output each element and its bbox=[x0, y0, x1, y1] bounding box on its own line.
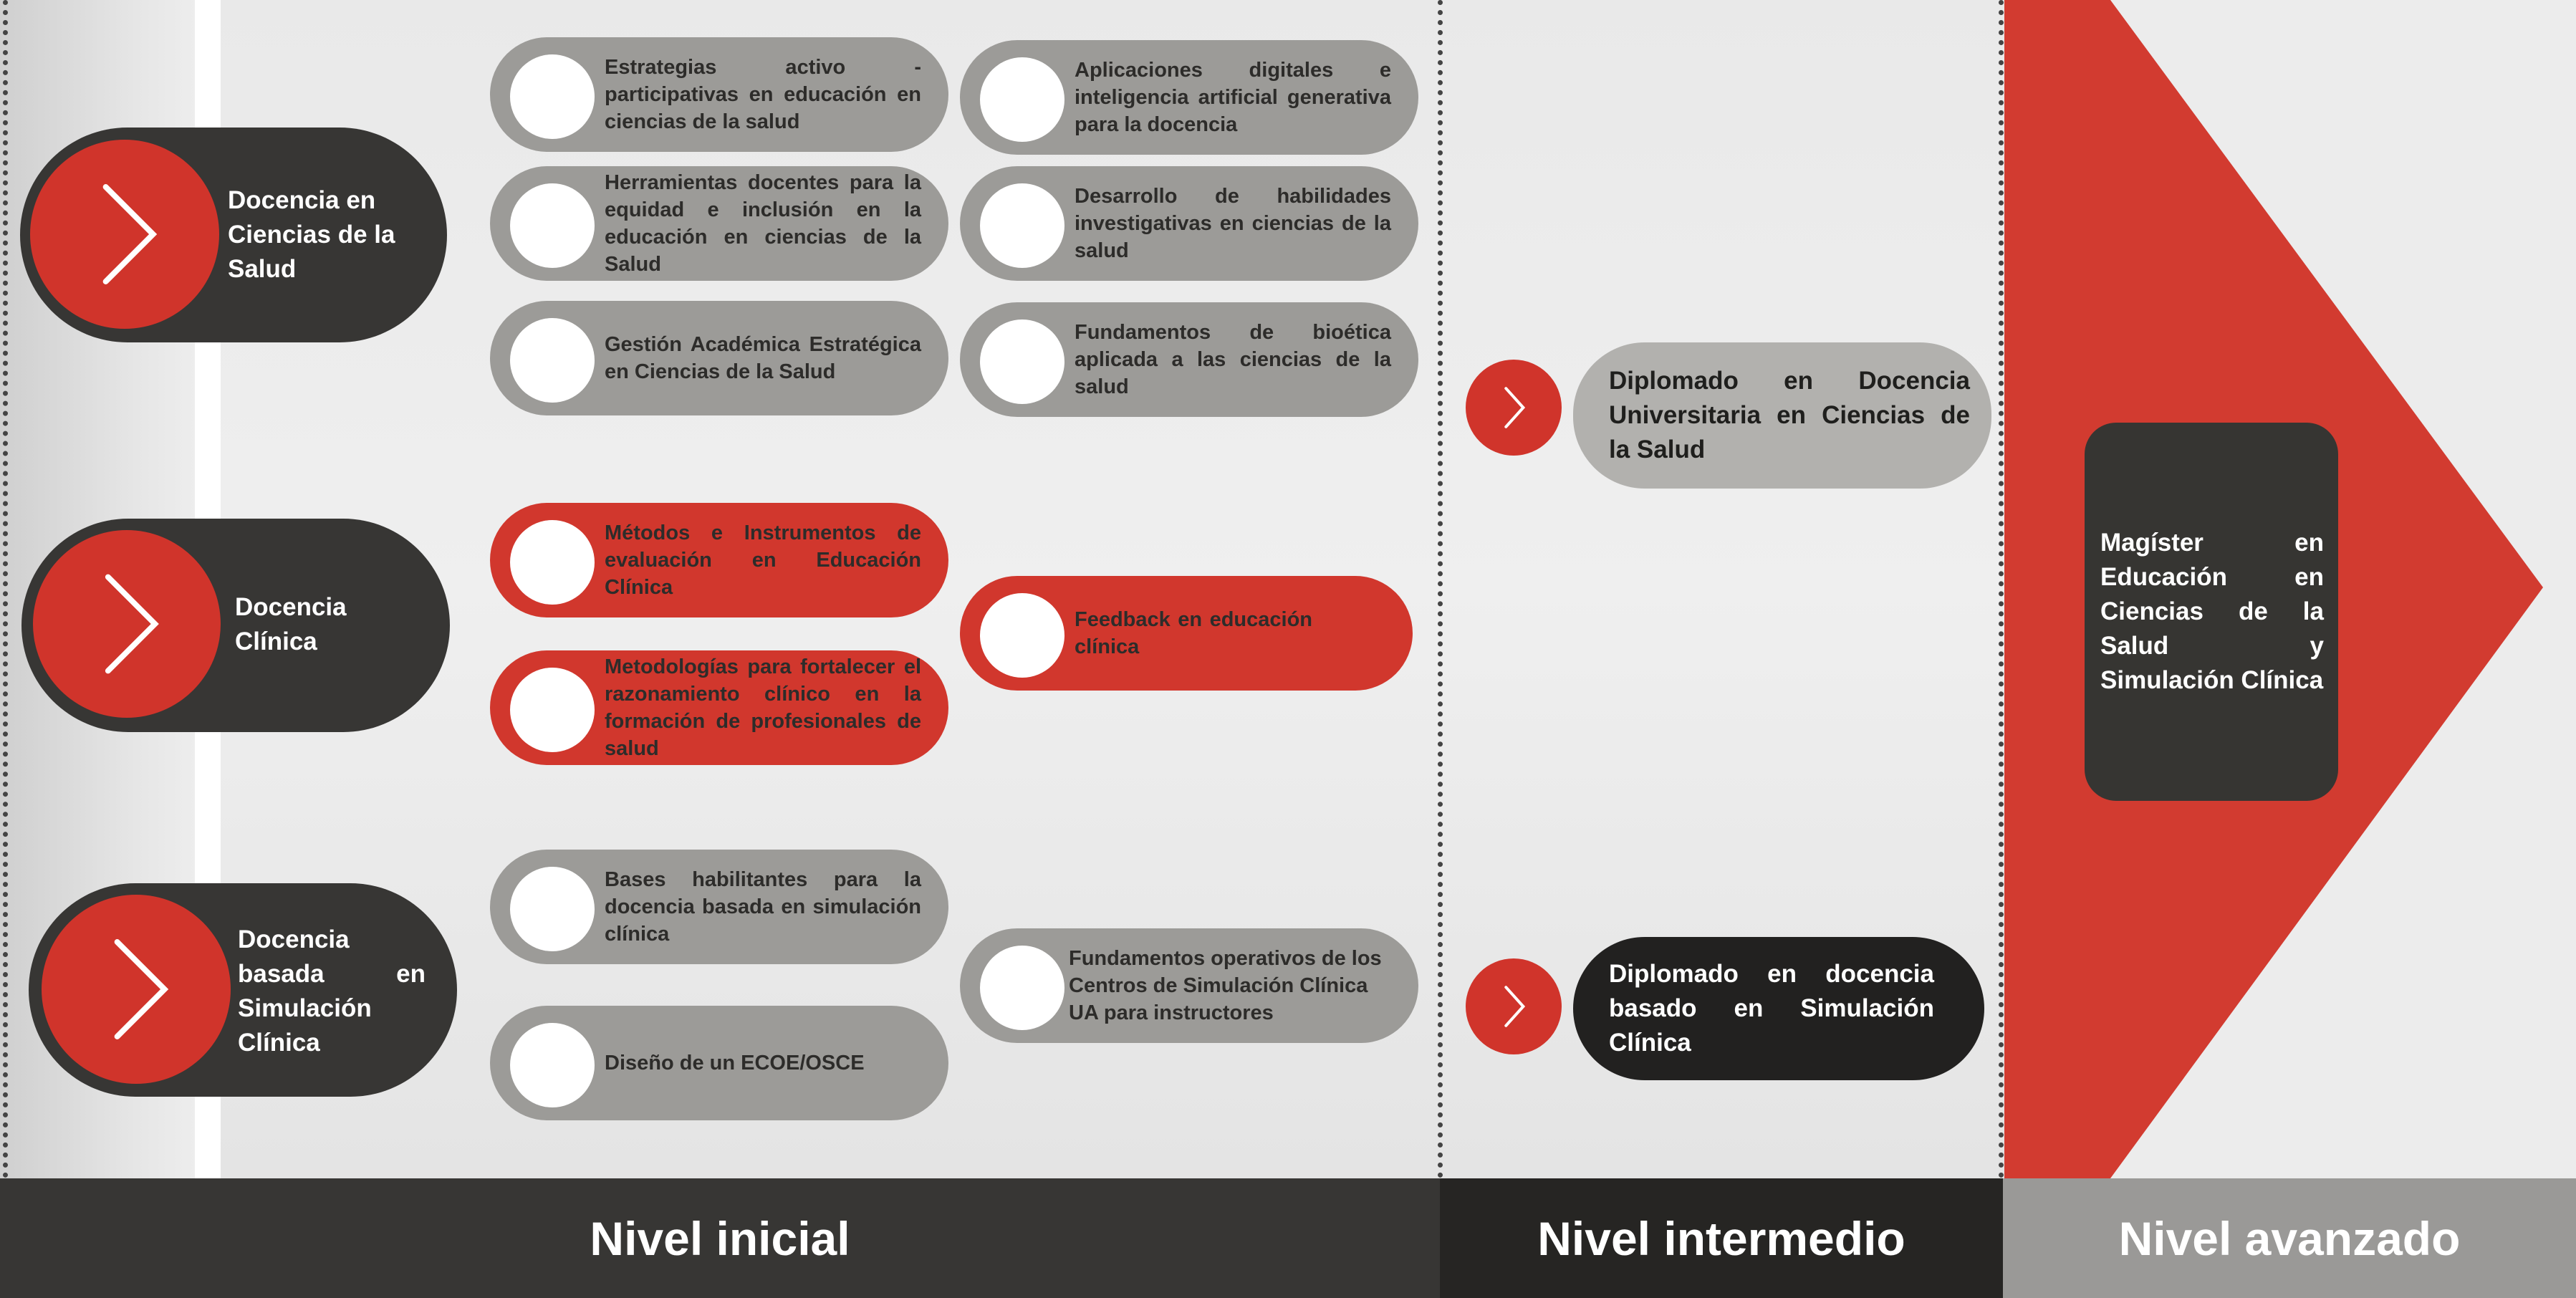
course-circle bbox=[980, 946, 1064, 1030]
category-docencia-clinica[interactable]: Docencia Clínica bbox=[21, 519, 450, 732]
course-circle bbox=[980, 593, 1064, 678]
level-bar-avanzado: Nivel avanzado bbox=[2003, 1178, 2576, 1298]
course-circle bbox=[510, 1023, 595, 1107]
level-label: Nivel intermedio bbox=[1537, 1211, 1905, 1265]
course-pill[interactable]: Desarrollo de habilidades investigativas… bbox=[960, 166, 1418, 281]
course-circle bbox=[510, 867, 595, 951]
course-pill[interactable]: Metodologías para fortalecer el razonami… bbox=[490, 650, 948, 765]
chevron-right-icon bbox=[1466, 360, 1562, 456]
course-circle bbox=[510, 318, 595, 403]
chevron-right-icon bbox=[1466, 958, 1562, 1054]
course-pill[interactable]: Estrategias activo - participativas en e… bbox=[490, 37, 948, 152]
course-circle bbox=[980, 57, 1064, 142]
level-label: Nivel inicial bbox=[590, 1211, 850, 1265]
magister-label: Magíster en Educación en Ciencias de la … bbox=[2100, 529, 2324, 694]
course-label: Estrategias activo - participativas en e… bbox=[605, 56, 921, 133]
magister-program[interactable]: Magíster en Educación en Ciencias de la … bbox=[2085, 423, 2338, 801]
course-pill[interactable]: Bases habilitantes para la docencia basa… bbox=[490, 850, 948, 964]
course-label: Metodologías para fortalecer el razonami… bbox=[605, 655, 921, 760]
course-pill[interactable]: Feedback en educación clínica bbox=[960, 576, 1413, 691]
course-pill[interactable]: Fundamentos de bioética aplicada a las c… bbox=[960, 302, 1418, 417]
course-label: Fundamentos operativos de los Centros de… bbox=[1069, 947, 1382, 1024]
chevron-right-icon bbox=[33, 530, 221, 718]
course-label: Métodos e Instrumentos de evaluación en … bbox=[605, 521, 921, 599]
dotted-divider-intermedio-avanzado bbox=[1999, 0, 2004, 1178]
course-pill[interactable]: Herramientas docentes para la equidad e … bbox=[490, 166, 948, 281]
diploma-docencia-simulacion[interactable]: Diplomado en docencia basado en Simulaci… bbox=[1573, 937, 1984, 1080]
course-label: Fundamentos de bioética aplicada a las c… bbox=[1075, 321, 1391, 398]
course-label: Desarrollo de habilidades investigativas… bbox=[1075, 185, 1391, 262]
level-label: Nivel avanzado bbox=[2118, 1211, 2461, 1265]
course-circle bbox=[510, 54, 595, 139]
course-circle bbox=[980, 183, 1064, 268]
course-pill[interactable]: Fundamentos operativos de los Centros de… bbox=[960, 928, 1418, 1043]
course-circle bbox=[510, 668, 595, 752]
dotted-divider-left bbox=[3, 0, 8, 1178]
course-label: Gestión Académica Estratégica en Ciencia… bbox=[605, 333, 921, 383]
course-label: Diseño de un ECOE/OSCE bbox=[605, 1052, 865, 1075]
course-label: Feedback en educación clínica bbox=[1075, 608, 1312, 658]
course-label: Bases habilitantes para la docencia basa… bbox=[605, 868, 921, 946]
level-bar-intermedio: Nivel intermedio bbox=[1440, 1178, 2003, 1298]
course-pill[interactable]: Diseño de un ECOE/OSCE bbox=[490, 1006, 948, 1120]
category-label: Docencia basada en Simulación Clínica bbox=[238, 926, 426, 1057]
course-pill[interactable]: Aplicaciones digitales e inteligencia ar… bbox=[960, 40, 1418, 155]
diploma-label: Diplomado en docencia basado en Simulaci… bbox=[1609, 960, 1934, 1057]
course-circle bbox=[980, 319, 1064, 404]
diploma-label: Diplomado en Docencia Universitaria en C… bbox=[1609, 367, 1970, 463]
category-docencia-ciencias-salud[interactable]: Docencia en Ciencias de la Salud bbox=[20, 128, 447, 342]
category-label: Docencia Clínica bbox=[235, 593, 347, 655]
level-bar-inicial: Nivel inicial bbox=[0, 1178, 1440, 1298]
course-label: Aplicaciones digitales e inteligencia ar… bbox=[1075, 59, 1391, 136]
chevron-right-icon bbox=[42, 895, 231, 1084]
course-pill[interactable]: Métodos e Instrumentos de evaluación en … bbox=[490, 503, 948, 617]
category-label: Docencia en Ciencias de la Salud bbox=[228, 186, 395, 283]
course-circle bbox=[510, 520, 595, 605]
category-docencia-simulacion[interactable]: Docencia basada en Simulación Clínica bbox=[29, 883, 457, 1097]
course-circle bbox=[510, 183, 595, 268]
course-label: Herramientas docentes para la equidad e … bbox=[605, 171, 921, 276]
course-pill[interactable]: Gestión Académica Estratégica en Ciencia… bbox=[490, 301, 948, 415]
dotted-divider-inicial-intermedio bbox=[1438, 0, 1443, 1178]
chevron-right-icon bbox=[30, 140, 219, 329]
diploma-docencia-universitaria[interactable]: Diplomado en Docencia Universitaria en C… bbox=[1573, 342, 1991, 489]
